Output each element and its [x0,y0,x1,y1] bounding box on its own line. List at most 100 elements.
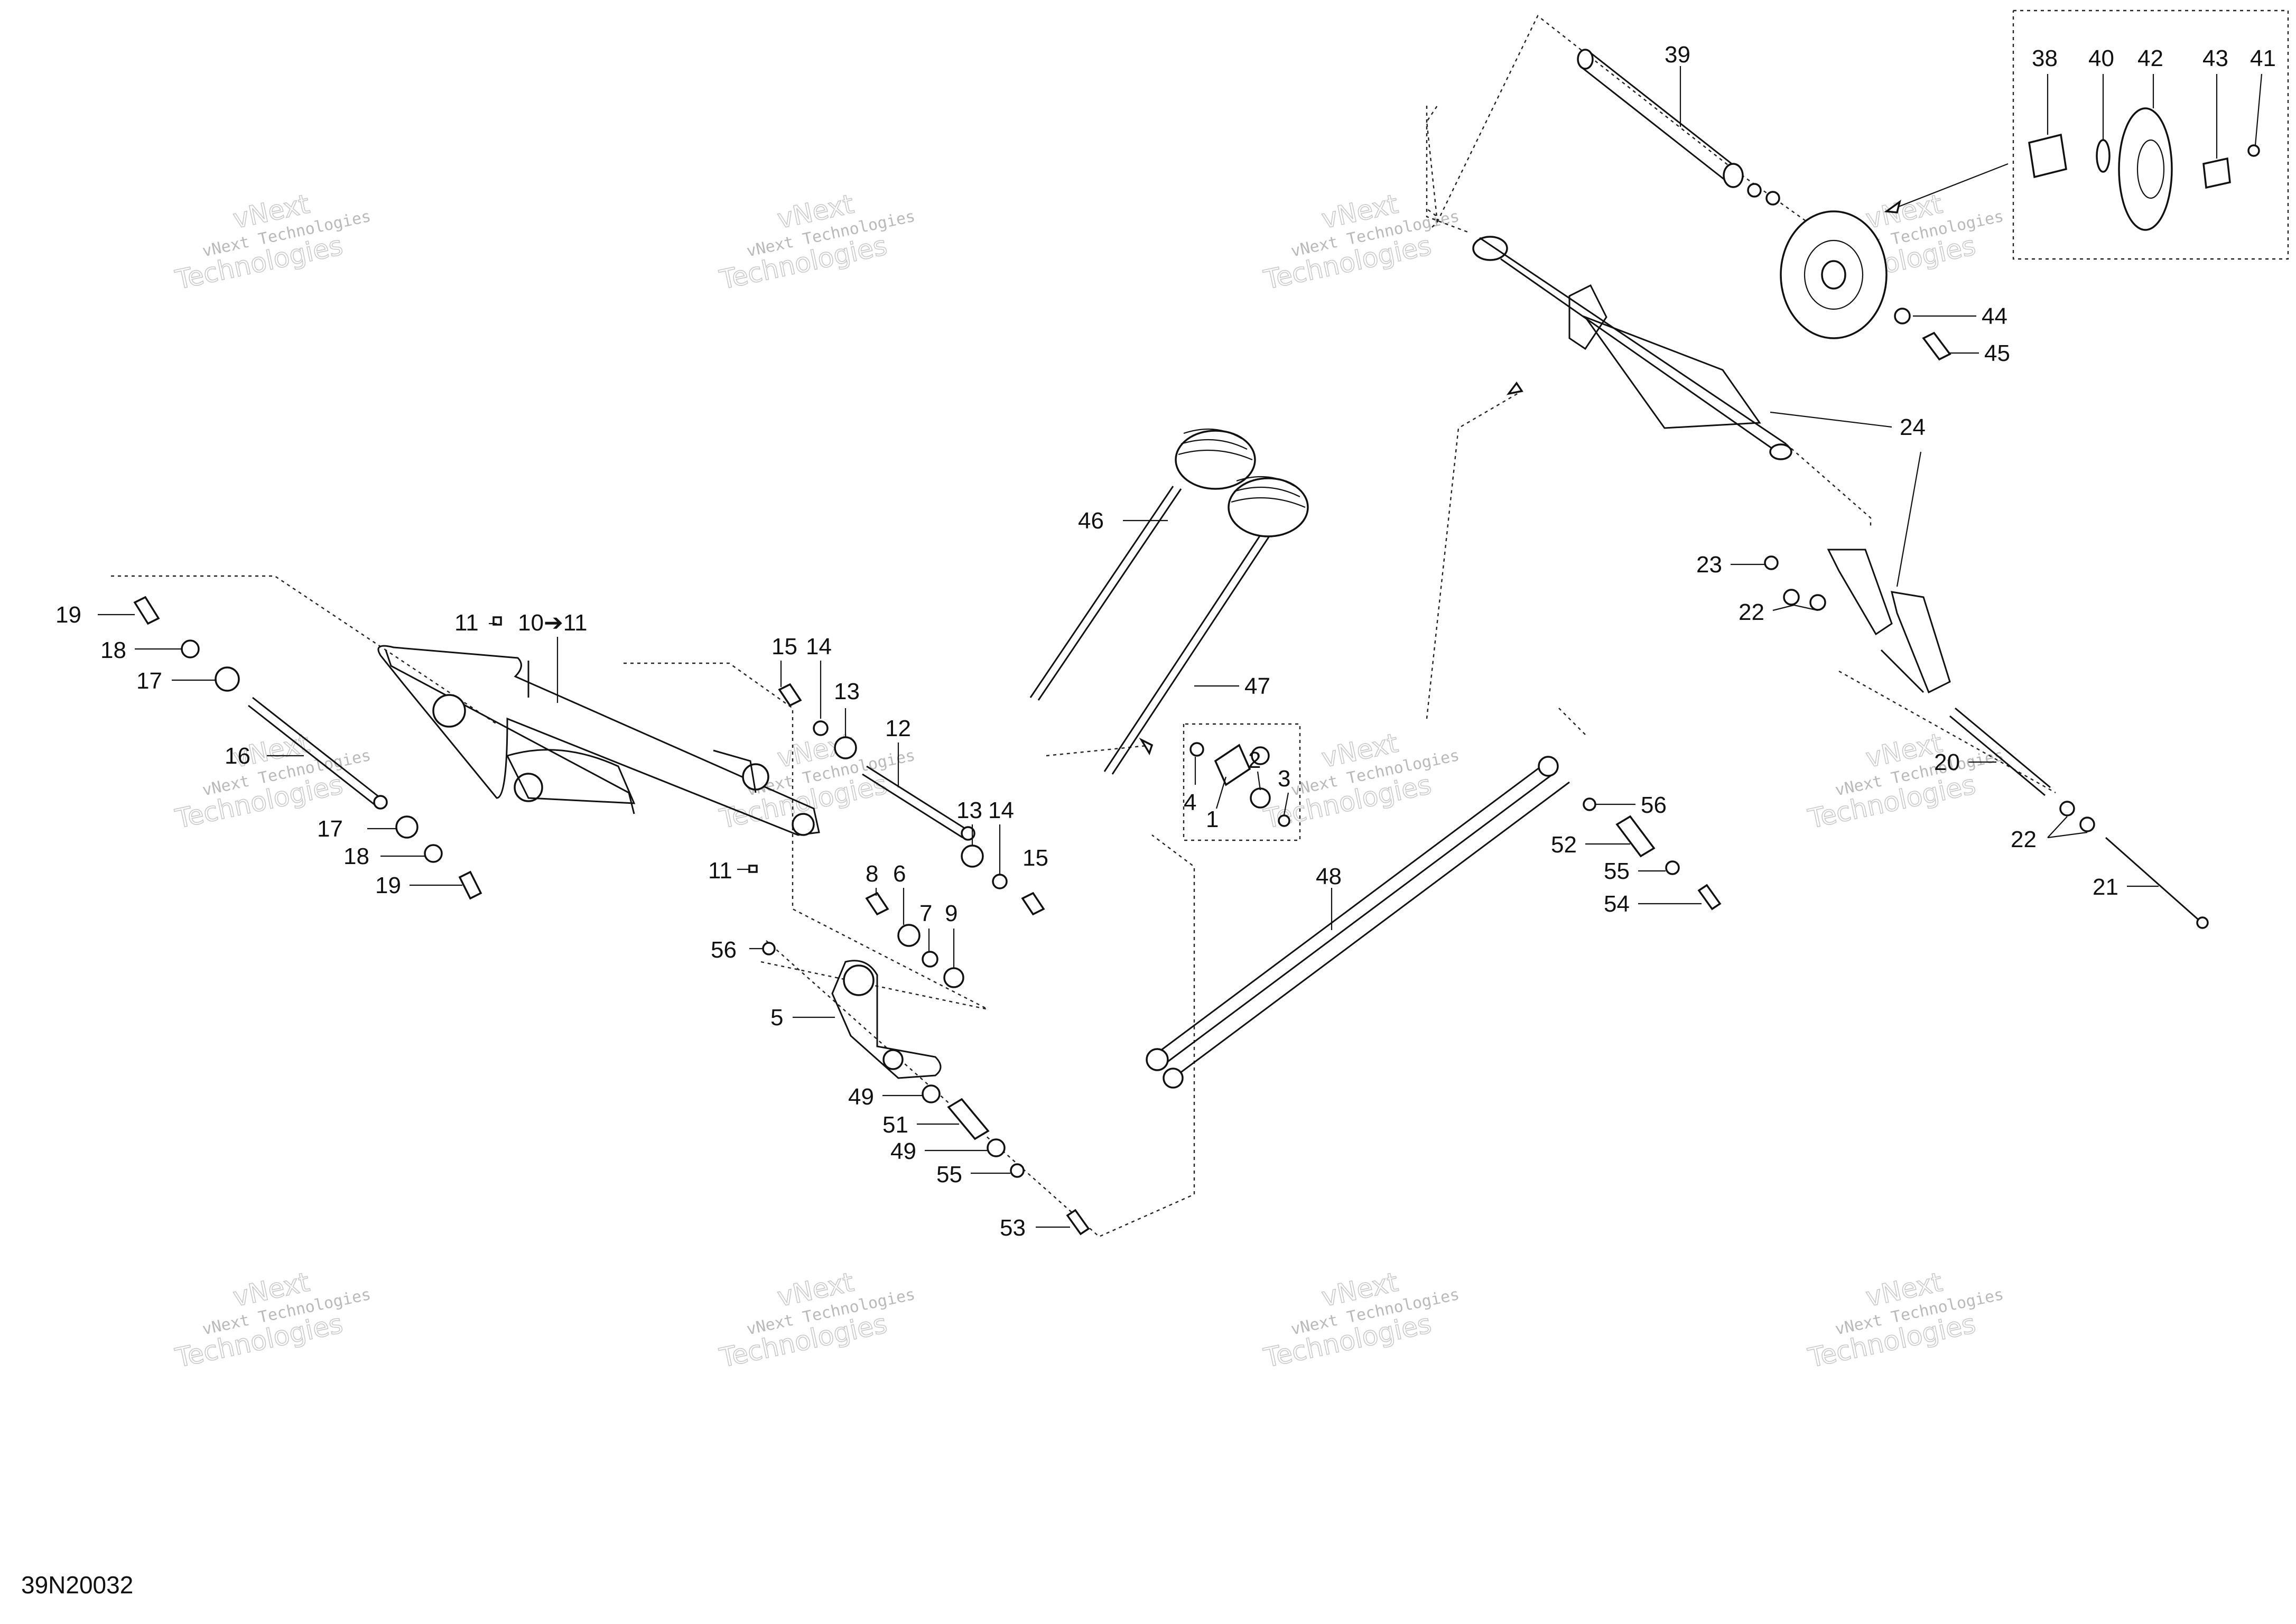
link-arm-rails [1151,760,1570,1079]
guide-line-bracket [624,662,989,1010]
upper-arm-24 [1472,236,1792,460]
inset-pointer-arrow [1884,199,1901,214]
bolt-21-head [2196,916,2209,929]
label-48: 48 [1316,864,1342,889]
label-43: 43 [2202,45,2228,71]
washer-55-left [1010,1163,1025,1178]
label-40: 40 [2088,45,2114,71]
link-arm-48 [1146,756,1570,1089]
guide-line-right [1786,443,1872,528]
bolt-8 [865,892,889,916]
part-labels: 19 18 17 16 17 18 19 11 10➔11 11 15 14 1… [55,42,2276,1241]
shaft-12-end [961,826,975,841]
spring-arm-47 [1103,523,1277,775]
right-shaft-parts [1949,707,2209,929]
label-15-top: 15 [771,634,797,660]
leader-24 [1770,411,1892,428]
guide-line-top-4 [1426,106,1470,234]
link-arm-end-right [1538,756,1559,777]
guide-line-bracket-2 [760,961,989,1010]
bushing-2 [1250,787,1271,809]
washer-shaft-39 [1747,183,1762,198]
pivot-boss [432,694,466,728]
label-56-right: 56 [1641,792,1667,818]
leader-22-c [2047,816,2068,838]
label-24: 24 [1900,414,1926,440]
label-15-bottom: 15 [1022,845,1048,871]
leader-24-b [1896,451,1922,587]
bolt-21 [2105,837,2199,921]
label-16: 16 [225,743,250,769]
torsion-spring [1029,428,1309,775]
label-8: 8 [866,861,878,887]
guide-line-top-3 [1426,105,1438,228]
label-9: 9 [945,901,958,926]
bolt-53 [1066,1209,1090,1236]
nut-56-right [1583,797,1596,811]
label-22-left: 22 [1739,599,1764,625]
label-46: 46 [1078,508,1104,534]
washer-22-b [1809,594,1826,611]
washer-22-d [2079,816,2095,832]
parts [133,49,2260,1236]
bolt-19-bottom [458,870,482,900]
arm-tube-end [1472,236,1508,261]
bolt-15-top [778,683,802,707]
leader-2 [1257,771,1261,791]
bushing-38 [2028,133,2067,179]
guide-line-center [1426,390,1522,719]
bushing-13-top [834,736,857,759]
bolt-15-bottom [1021,892,1045,916]
label-19-bottom: 19 [375,873,401,898]
center-shaft-parts [778,683,1045,916]
label-5: 5 [770,1005,783,1031]
label-22-right: 22 [2011,827,2037,852]
rail-arm-bracket [713,749,757,793]
spring-coil-right [1228,477,1309,537]
label-39: 39 [1665,42,1690,68]
washer-14-top [813,720,829,736]
wheel-42-inner [2136,139,2165,199]
washer-55-right [1665,860,1680,875]
rail-arm-edge [385,649,635,814]
rail-arm-assembly [377,645,820,836]
rail-arm-bushing [742,763,769,791]
bolt-19-top [133,596,160,625]
leader-1 [1215,776,1227,809]
washer-44 [1894,308,1911,324]
bushing-17-bottom [395,815,419,839]
shaft-16 [248,697,381,807]
label-10-11: 10➔11 [518,610,587,636]
label-17-bottom: 17 [317,816,343,842]
bracket-plate-left [1827,549,1893,636]
label-44: 44 [1982,303,2007,329]
arm-end [1769,443,1792,460]
link-arm-end-left-a [1146,1048,1169,1071]
label-53: 53 [1000,1215,1026,1241]
label-23: 23 [1696,552,1722,578]
label-13-top: 13 [834,679,860,704]
bushing-43 [2202,157,2231,189]
nut-23 [1764,555,1779,570]
bolt-54 [1697,884,1722,911]
screw-11-bottom [748,865,758,873]
link-arm-end-left-b [1163,1068,1184,1089]
shaft-20 [1949,707,2051,796]
assembly-guide-lines [111,10,2289,1238]
guide-line-right-2 [1838,670,2056,794]
shaft-39-tip [1577,49,1594,70]
label-19-top: 19 [55,602,81,628]
shaft-12 [862,765,968,839]
spacer-51 [947,1098,990,1140]
label-6: 6 [893,861,906,887]
label-18-bottom: 18 [343,843,369,869]
rail-arm-end-bushing [792,813,815,836]
leader-lines [98,66,2263,1228]
snap-ring-40 [2096,139,2111,173]
label-4: 4 [1184,790,1196,815]
shaft-39 [1577,49,1780,206]
rail-arm-body [377,645,820,836]
label-2: 2 [1248,747,1261,773]
screw-11-top [492,616,502,626]
link-fasteners-right [1583,797,1722,911]
